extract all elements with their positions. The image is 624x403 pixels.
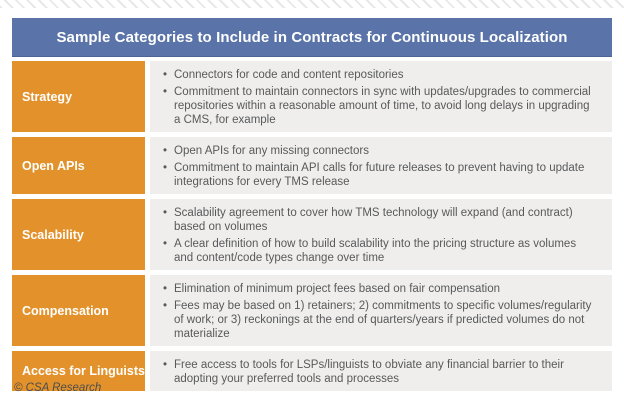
category-label: Compensation [22, 303, 109, 318]
table-title-bar: Sample Categories to Include in Contract… [12, 18, 612, 57]
category-cell: Strategy [12, 61, 145, 132]
bullet-item: Scalability agreement to cover how TMS t… [162, 206, 598, 234]
striped-background-band [0, 0, 624, 8]
category-cell: Scalability [12, 199, 145, 270]
bullet-list: Open APIs for any missing connectorsComm… [162, 144, 598, 189]
bullet-list: Free access to tools for LSPs/linguists … [162, 358, 598, 386]
bullet-item: Free access to tools for LSPs/linguists … [162, 358, 598, 386]
content-cell: Open APIs for any missing connectorsComm… [150, 137, 612, 194]
bullet-list: Elimination of minimum project fees base… [162, 282, 598, 341]
category-label: Access for Linguists [22, 364, 145, 378]
table-row: Compensation Elimination of minimum proj… [12, 275, 612, 346]
content-cell: Connectors for code and content reposito… [150, 61, 612, 132]
table-rows: Strategy Connectors for code and content… [12, 61, 612, 391]
bullet-item: Commitment to maintain connectors in syn… [162, 85, 598, 127]
table-row: Access for Linguists Free access to tool… [12, 351, 612, 391]
table-row: Open APIs Open APIs for any missing conn… [12, 137, 612, 194]
category-cell: Compensation [12, 275, 145, 346]
category-cell: Access for Linguists [12, 351, 145, 391]
content-cell: Elimination of minimum project fees base… [150, 275, 612, 346]
copyright-notice: © CSA Research [14, 382, 102, 394]
bullet-item: Elimination of minimum project fees base… [162, 282, 598, 296]
bullet-item: Commitment to maintain API calls for fut… [162, 161, 598, 189]
bullet-item: A clear definition of how to build scala… [162, 237, 598, 265]
table-row: Scalability Scalability agreement to cov… [12, 199, 612, 270]
bullet-list: Connectors for code and content reposito… [162, 68, 598, 127]
bullet-item: Open APIs for any missing connectors [162, 144, 598, 158]
category-label: Scalability [22, 227, 84, 242]
category-label: Strategy [22, 89, 73, 104]
bullet-list: Scalability agreement to cover how TMS t… [162, 206, 598, 265]
contract-categories-table: Sample Categories to Include in Contract… [12, 18, 612, 391]
category-cell: Open APIs [12, 137, 145, 194]
content-cell: Free access to tools for LSPs/linguists … [150, 351, 612, 391]
bullet-item: Fees may be based on 1) retainers; 2) co… [162, 299, 598, 341]
category-label: Open APIs [22, 158, 85, 173]
bullet-item: Connectors for code and content reposito… [162, 68, 598, 82]
table-row: Strategy Connectors for code and content… [12, 61, 612, 132]
table-title: Sample Categories to Include in Contract… [56, 28, 568, 46]
content-cell: Scalability agreement to cover how TMS t… [150, 199, 612, 270]
